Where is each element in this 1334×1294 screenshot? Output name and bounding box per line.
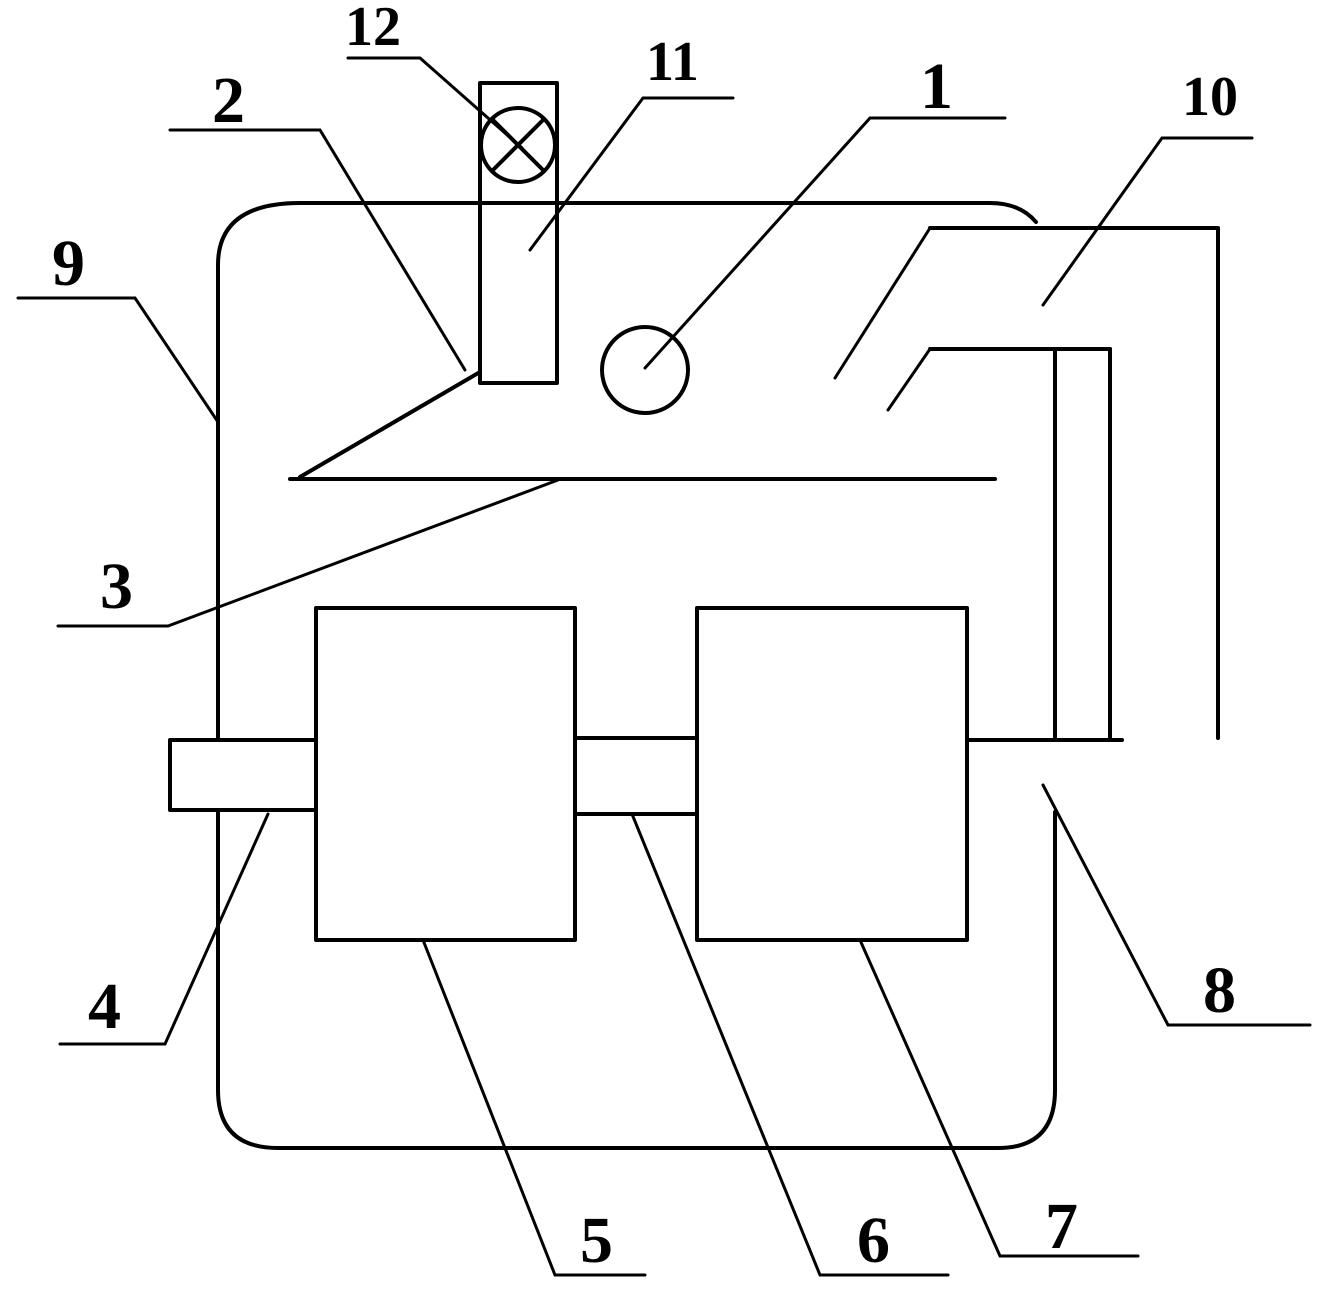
leader-10b: [833, 226, 932, 380]
label-5: 5: [580, 1204, 613, 1277]
label-9: 9: [52, 227, 85, 300]
label-11: 11: [646, 31, 699, 93]
leader-6: [630, 812, 950, 1277]
shaft-left-end: [168, 738, 318, 812]
housing-9: [216, 201, 1057, 1150]
leader-8: [1041, 783, 1312, 1027]
label-4: 4: [88, 970, 121, 1043]
shaft-middle-6: [573, 736, 699, 816]
leader-3: [56, 478, 560, 628]
leader-10: [1041, 136, 1254, 307]
label-6: 6: [857, 1204, 890, 1277]
label-3: 3: [100, 550, 133, 623]
leader-12: [346, 56, 524, 150]
roller-5: [314, 606, 577, 942]
hood-2: [298, 370, 482, 479]
leader-7: [858, 938, 1140, 1258]
label-7: 7: [1045, 1190, 1078, 1263]
leader-9: [16, 296, 220, 424]
roller-7: [695, 606, 969, 942]
valve-12: [479, 106, 557, 184]
leader-1: [643, 116, 1007, 370]
leader-10c: [886, 347, 932, 412]
label-10: 10: [1182, 66, 1238, 128]
leader-2: [168, 128, 467, 372]
fan-1: [600, 325, 690, 415]
leader-11: [528, 96, 735, 252]
label-1: 1: [920, 50, 953, 123]
chute-11: [478, 81, 559, 385]
pipe-10-outer: [928, 226, 1220, 740]
label-2: 2: [212, 64, 245, 137]
leader-4: [58, 812, 270, 1046]
label-8: 8: [1203, 954, 1236, 1027]
leader-5: [421, 938, 647, 1277]
label-12: 12: [345, 0, 401, 58]
